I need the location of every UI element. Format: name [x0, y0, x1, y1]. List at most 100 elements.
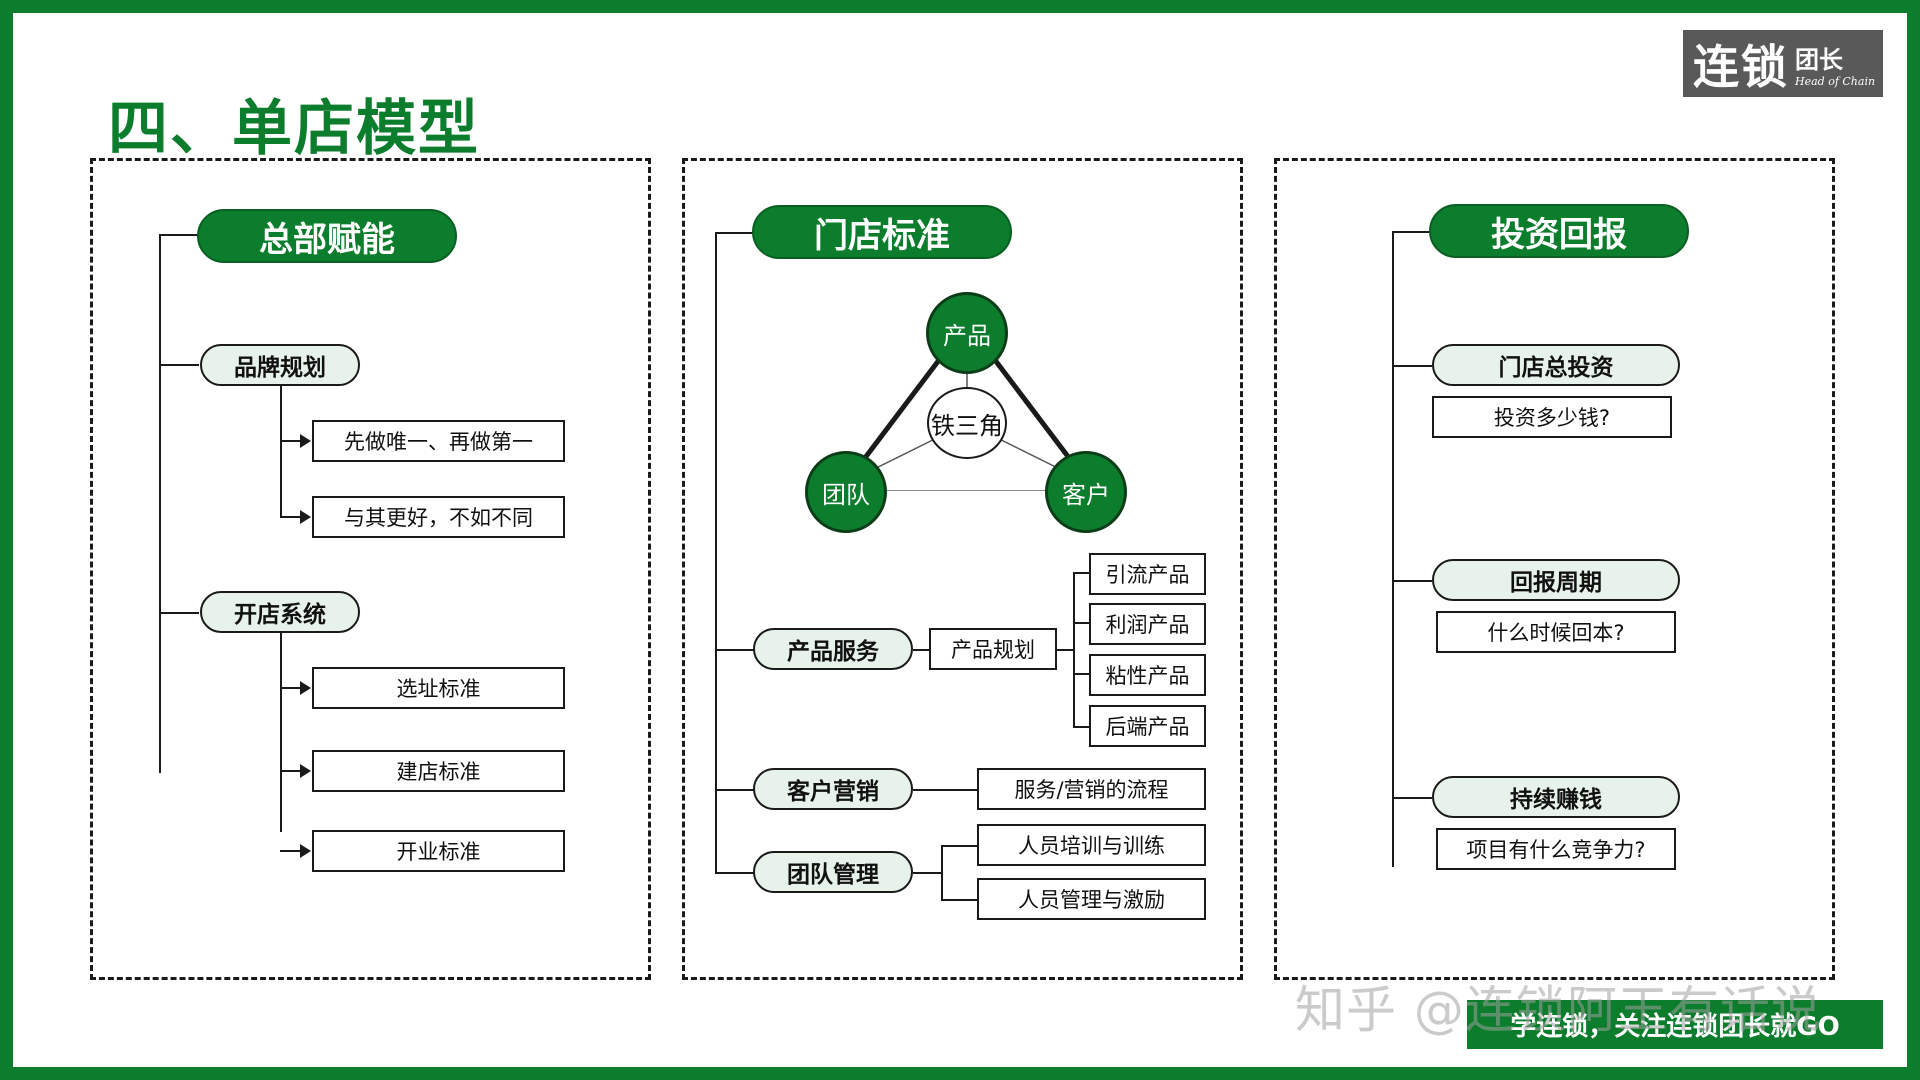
connector — [941, 845, 979, 847]
panel-headquarters: 总部赋能 品牌规划 先做唯一、再做第一 与其更好，不如不同 开店系统 选址标准 … — [90, 158, 651, 980]
group-product-service: 产品服务 — [753, 628, 913, 670]
group-team-management: 团队管理 — [753, 851, 913, 893]
node-label: 客户 — [1062, 480, 1110, 509]
arrow-icon — [300, 510, 311, 524]
item-label: 后端产品 — [1105, 715, 1190, 739]
arrow-icon — [300, 764, 311, 778]
list-item: 服务/营销的流程 — [977, 768, 1206, 810]
connector — [913, 789, 979, 791]
connector — [715, 649, 755, 651]
connector — [1057, 649, 1073, 651]
item-label: 服务/营销的流程 — [1014, 778, 1169, 802]
panel-store-standards: 门店标准 铁三角 产品 团队 客户 产品服务 产品规划 引流产品 利润产品 粘性… — [682, 158, 1243, 980]
connector — [715, 789, 755, 791]
list-item: 人员管理与激励 — [977, 878, 1206, 920]
panel2-head-label: 门店标准 — [814, 215, 950, 256]
group-store-opening-system: 开店系统 — [200, 591, 360, 633]
panel-investment-return: 投资回报 门店总投资 投资多少钱? 回报周期 什么时候回本? 持续赚钱 项目有什… — [1274, 158, 1835, 980]
connector — [1073, 572, 1089, 574]
watermark: 知乎 @连锁阿王有话说 — [1295, 981, 1822, 1039]
list-item: 人员培训与训练 — [977, 824, 1206, 866]
connector — [941, 845, 943, 901]
panel1-head-label: 总部赋能 — [259, 219, 395, 260]
item-label: 粘性产品 — [1105, 664, 1190, 688]
connector — [715, 232, 755, 234]
connector — [1073, 572, 1075, 728]
arrow-icon — [300, 681, 311, 695]
product-planning-box: 产品规划 — [929, 628, 1057, 670]
logo-tagline: Head of Chain — [1795, 74, 1876, 88]
panel3-head: 投资回报 — [1429, 204, 1689, 258]
group-customer-marketing: 客户营销 — [753, 768, 913, 810]
item-label: 产品规划 — [951, 638, 1035, 662]
connector — [1073, 726, 1089, 728]
slogan-text: 学连锁，关注连锁团长就GO — [1510, 1012, 1840, 1042]
item-label: 什么时候回本? — [1487, 621, 1625, 645]
item-label: 先做唯一、再做第一 — [344, 430, 533, 454]
connector — [941, 899, 979, 901]
logo-side-text: 团长 — [1795, 45, 1843, 74]
connector — [280, 850, 302, 852]
panel1-head: 总部赋能 — [197, 209, 457, 263]
connector — [715, 872, 755, 874]
list-item: 先做唯一、再做第一 — [312, 420, 565, 462]
arrow-icon — [300, 434, 311, 448]
group-payback-period: 回报周期 — [1432, 559, 1680, 601]
connector — [159, 364, 199, 366]
connector — [280, 386, 282, 516]
list-item: 选址标准 — [312, 667, 565, 709]
group-label: 持续赚钱 — [1510, 787, 1602, 813]
group-label: 开店系统 — [234, 602, 326, 628]
connector — [280, 770, 302, 772]
connector — [913, 872, 943, 874]
item-label: 投资多少钱? — [1493, 406, 1611, 430]
question-box: 项目有什么竞争力? — [1436, 828, 1676, 870]
triangle-node-product: 产品 — [926, 292, 1008, 374]
item-label: 引流产品 — [1105, 563, 1190, 587]
connector — [715, 232, 717, 872]
item-label: 人员培训与训练 — [1018, 834, 1165, 858]
list-item: 利润产品 — [1089, 603, 1206, 645]
list-item: 粘性产品 — [1089, 654, 1206, 696]
triangle-center: 铁三角 — [927, 387, 1007, 459]
connector — [1392, 580, 1432, 582]
list-item: 建店标准 — [312, 750, 565, 792]
connector — [1073, 673, 1089, 675]
brand-logo: 连锁 团长 Head of Chain — [1683, 30, 1883, 97]
list-item: 引流产品 — [1089, 553, 1206, 595]
connector — [159, 234, 199, 236]
connector — [913, 649, 931, 651]
panel3-head-label: 投资回报 — [1491, 214, 1627, 255]
connector — [159, 234, 161, 773]
group-sustainable-profit: 持续赚钱 — [1432, 776, 1680, 818]
item-label: 与其更好，不如不同 — [344, 506, 533, 530]
connector — [1392, 365, 1432, 367]
item-label: 人员管理与激励 — [1018, 888, 1165, 912]
connector — [159, 612, 199, 614]
item-label: 开业标准 — [396, 840, 481, 864]
group-label: 团队管理 — [787, 862, 879, 888]
connector — [280, 440, 302, 442]
group-label: 品牌规划 — [234, 355, 326, 381]
group-label: 门店总投资 — [1498, 355, 1614, 381]
triangle-center-label: 铁三角 — [931, 411, 1003, 440]
list-item: 开业标准 — [312, 830, 565, 872]
panel2-head: 门店标准 — [752, 205, 1012, 259]
arrow-icon — [300, 844, 311, 858]
group-label: 回报周期 — [1510, 570, 1602, 596]
item-label: 选址标准 — [396, 677, 481, 701]
item-label: 项目有什么竞争力? — [1466, 838, 1646, 862]
node-label: 团队 — [822, 480, 870, 509]
item-label: 利润产品 — [1105, 613, 1190, 637]
connector — [280, 687, 302, 689]
group-total-investment: 门店总投资 — [1432, 344, 1680, 386]
logo-side: 团长 Head of Chain — [1795, 40, 1875, 88]
list-item: 后端产品 — [1089, 705, 1206, 747]
connector — [280, 633, 282, 832]
node-label: 产品 — [943, 321, 991, 350]
page-title: 四、单店模型 — [108, 94, 480, 164]
list-item: 与其更好，不如不同 — [312, 496, 565, 538]
group-brand-planning: 品牌规划 — [200, 344, 360, 386]
connector — [280, 516, 302, 518]
